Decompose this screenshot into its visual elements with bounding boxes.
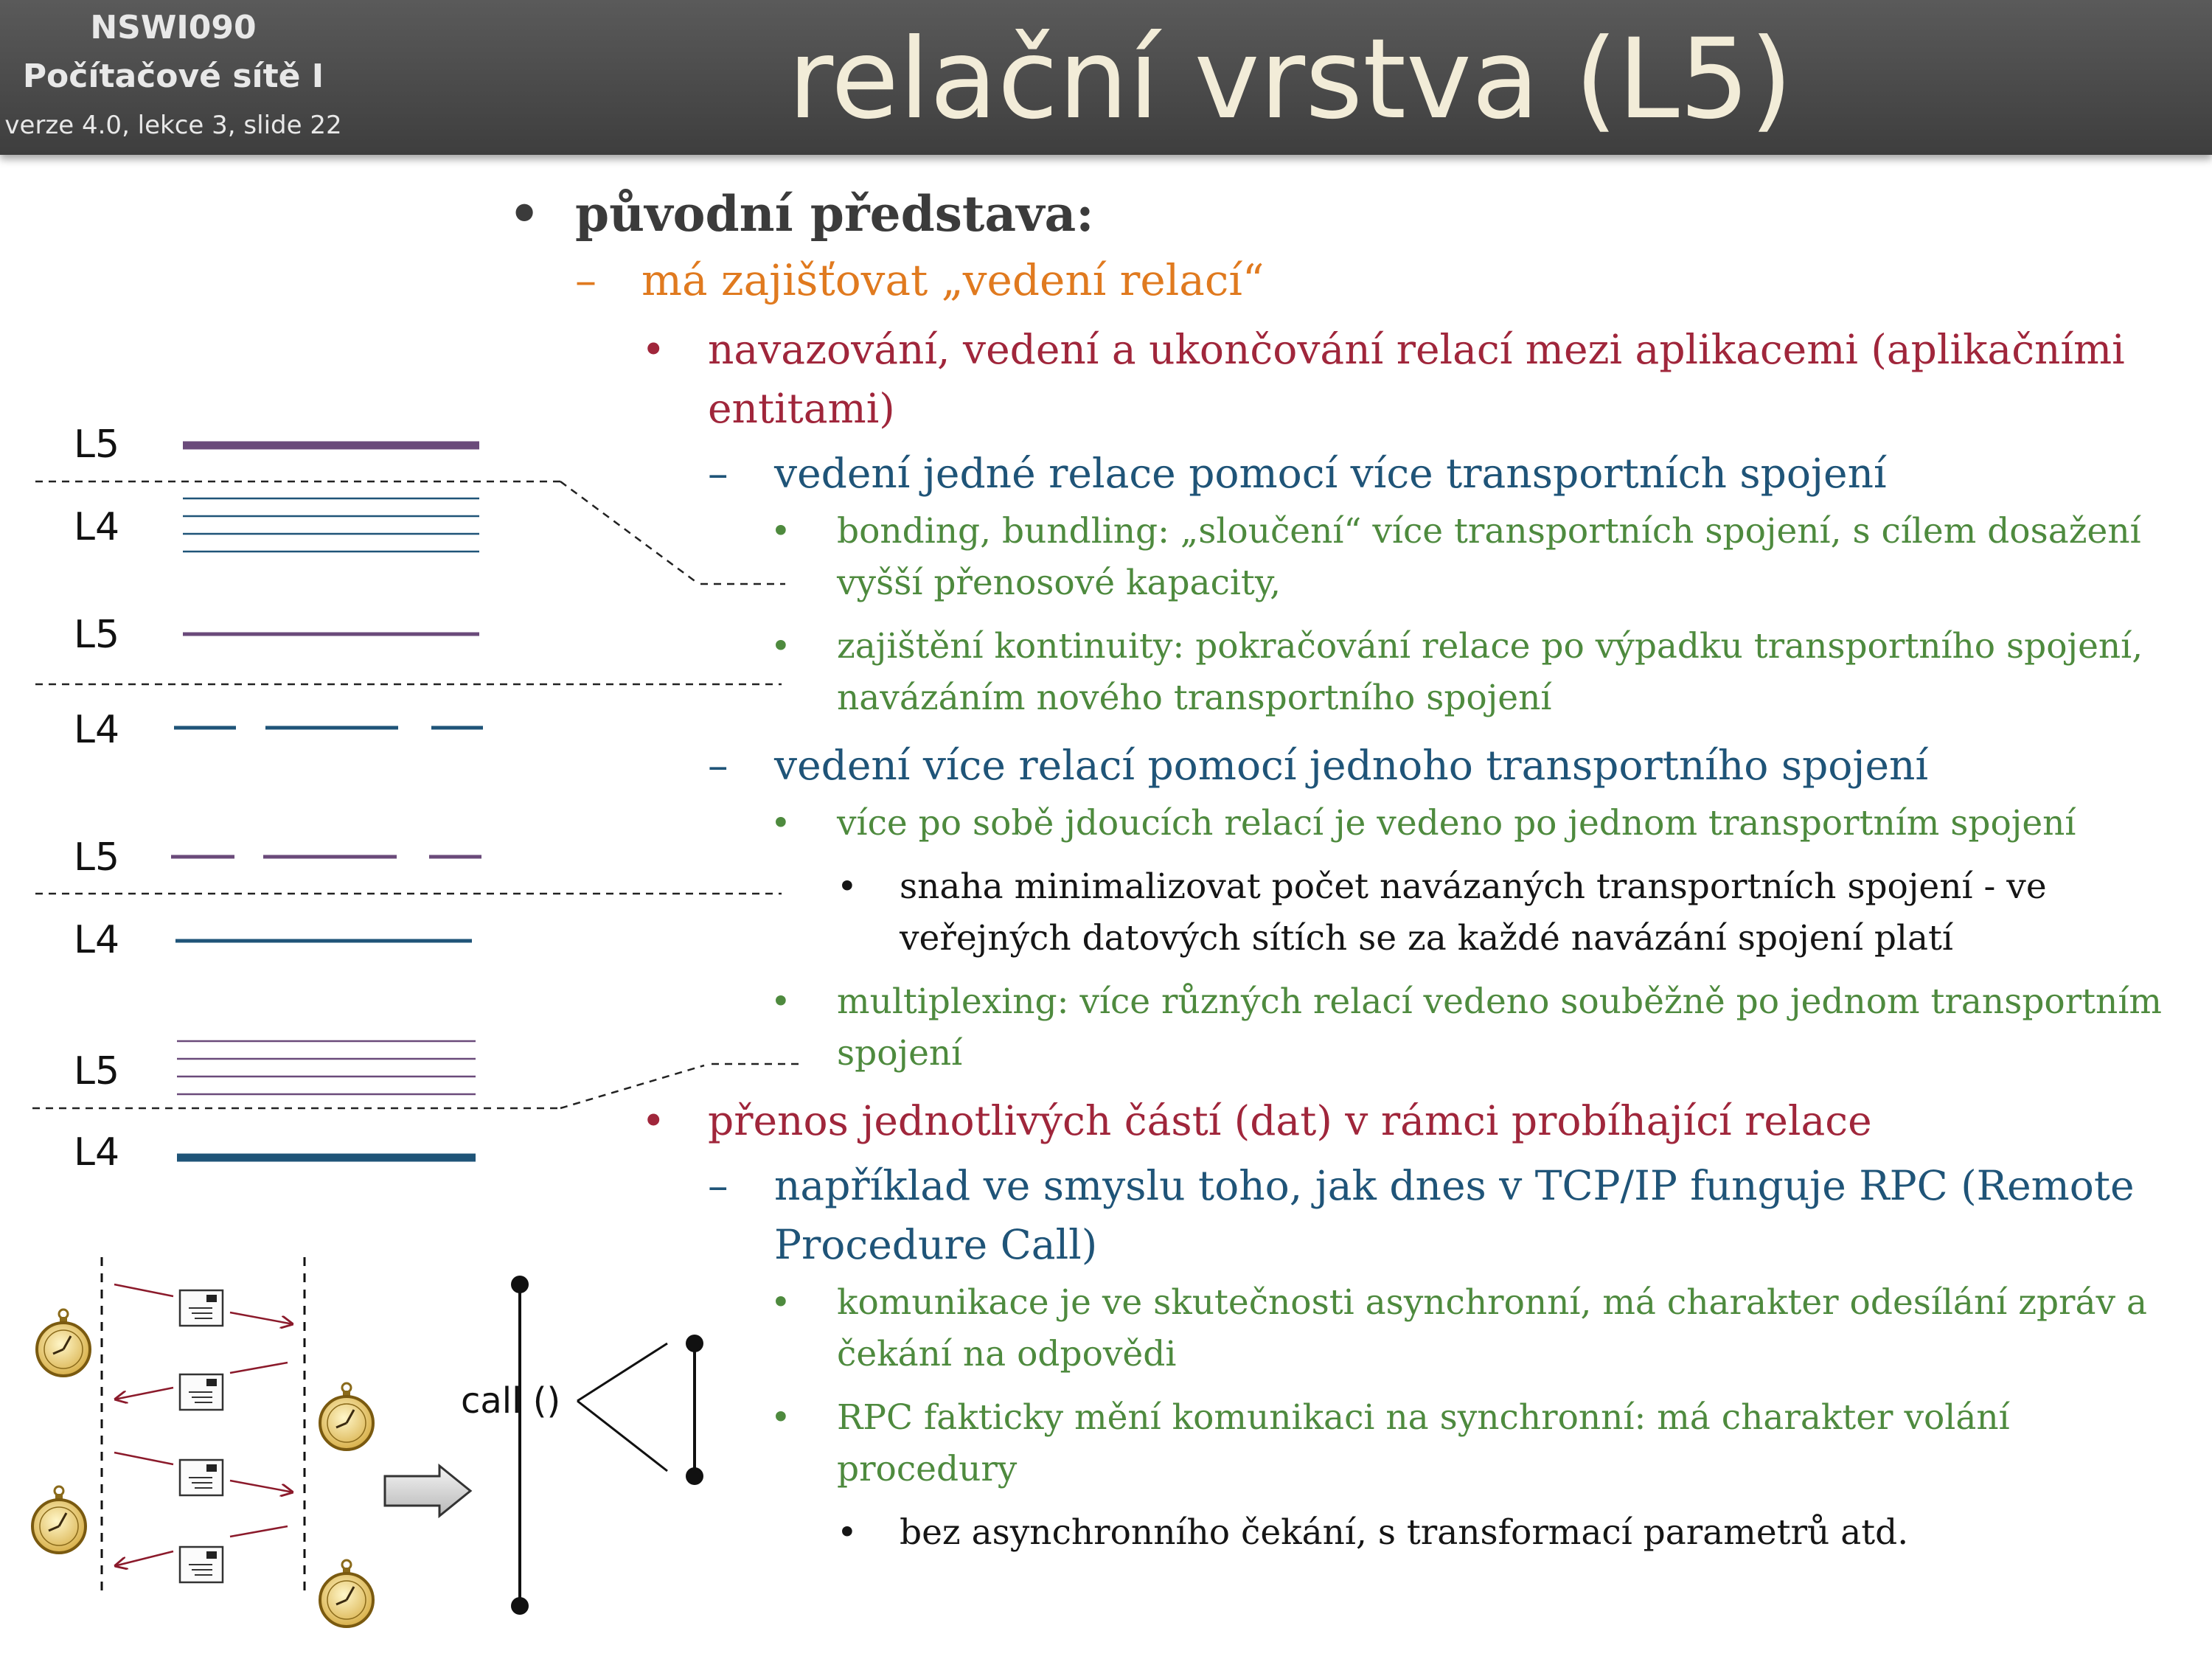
slide-version: verze 4.0, lekce 3, slide 22 [4,111,342,140]
outline-text: multiplexing: více různých relací vedeno… [837,981,2162,1074]
outline-item: • bez asynchronního čekání, s transformac… [501,1507,2197,1559]
call-branch [577,1399,668,1472]
course-code: NSWI090 [90,9,257,46]
message-arrow [229,1311,293,1324]
message-arrow [229,1361,288,1374]
bullet-marker: • [771,626,791,667]
outline-text: vedení více relací pomocí jednoho transp… [774,742,1929,789]
layer-label: L4 [74,918,119,962]
bullet-marker: • [771,1397,791,1438]
message-arrow [114,1386,174,1399]
outline-item: • multiplexing: více různých relací veden… [501,976,2197,1079]
course-info: NSWI090 Počítačové sítě I verze 4.0, lek… [0,0,347,155]
layer-label: L5 [74,422,119,467]
stopwatch-icon [35,1308,91,1377]
message-arrow [114,1283,174,1298]
call-branch [577,1342,668,1402]
bullet-outline: •původní představa: –má zajišťovat „vede… [501,184,2197,1571]
bullet-marker: • [641,1097,666,1144]
message-icon [178,1545,224,1584]
message-icon [178,1373,224,1411]
bullet-marker: • [771,981,791,1022]
message-icon [178,1289,224,1327]
outline-text: má zajišťovat „vedení relací“ [641,255,1265,305]
outline-text: zajištění kontinuity: pokračování relace… [837,626,2143,718]
outline-item: • RPC fakticky mění komunikaci na synchro… [501,1392,2197,1495]
layer-label: L4 [74,708,119,752]
bullet-marker: • [837,866,858,907]
timeline-endpoint [686,1335,703,1352]
callout-connector [560,1064,705,1110]
timeline-endpoint [686,1467,703,1485]
outline-text: snaha minimalizovat počet navázaných tra… [900,866,2047,959]
dash-marker: – [575,255,597,305]
bullet-marker: • [641,326,666,373]
dash-marker: – [708,742,728,789]
timeline-endpoint [511,1597,529,1615]
outline-text: například ve smyslu toho, jak dnes v TCP… [774,1162,2135,1268]
outline-item: –vedení jedné relace pomocí více transpo… [501,444,2197,503]
dash-marker: – [708,450,728,497]
layer-label: L5 [74,1049,119,1093]
stopwatch-icon [319,1559,375,1628]
bullet-marker: • [837,1512,858,1553]
outline-item: • snaha minimalizovat počet navázaných tr… [501,861,2197,964]
bullet-marker: • [771,1282,791,1323]
layer-label: L4 [74,505,119,549]
layer-label: L5 [74,613,119,657]
layer-label: L5 [74,835,119,880]
message-arrow [114,1550,174,1566]
slide-title: relační vrstva (L5) [787,15,1793,144]
outline-text: více po sobě jdoucích relací je vedeno p… [837,803,2076,844]
timeline-endpoint [511,1276,529,1293]
outline-item: • zajištění kontinuity: pokračování relac… [501,621,2197,724]
layer-label: L4 [74,1130,119,1175]
transform-arrow-icon [383,1463,473,1519]
bullet-marker: • [509,185,540,243]
outline-text: navazování, vedení a ukončování relací m… [708,326,2125,432]
message-icon [178,1458,224,1497]
outline-item: • navazování, vedení a ukončování relací … [501,320,2197,438]
course-name: Počítačové sítě I [22,58,324,95]
stopwatch-icon [31,1485,87,1554]
outline-text: RPC fakticky mění komunikaci na synchron… [837,1397,2010,1489]
message-arrow [114,1451,174,1466]
bullet-marker: • [771,511,791,552]
message-arrow [229,1479,293,1492]
stopwatch-icon [319,1382,375,1451]
outline-text: původní představa: [575,185,1094,243]
outline-item: • přenos jednotlivých částí (dat) v rámci… [501,1091,2197,1150]
outline-text: bez asynchronního čekání, s transformací… [900,1512,1909,1553]
outline-text: komunikace je ve skutečnosti asynchronní… [837,1282,2148,1374]
outline-text: vedení jedné relace pomocí více transpor… [774,450,1887,497]
outline-item: –vedení více relací pomocí jednoho trans… [501,736,2197,795]
message-arrow [229,1525,288,1538]
outline-text: přenos jednotlivých částí (dat) v rámci … [708,1097,1872,1144]
call-label: call () [461,1380,560,1422]
outline-text: bonding, bundling: „sloučení“ více trans… [837,511,2141,603]
outline-item: • bonding, bundling: „sloučení“ více tran… [501,506,2197,609]
slide-header: NSWI090 Počítačové sítě I verze 4.0, lek… [0,0,2212,155]
outline-item: –má zajišťovat „vedení relací“ [501,254,2197,307]
outline-item: • více po sobě jdoucích relací je vedeno … [501,798,2197,849]
callout-connector [560,480,698,584]
outline-item: • původní představa: [501,184,2197,243]
bullet-marker: • [771,803,791,844]
outline-item: • komunikace je ve skutečnosti asynchronn… [501,1277,2197,1380]
dash-marker: – [708,1162,728,1209]
outline-item: –například ve smyslu toho, jak dnes v TC… [501,1156,2197,1274]
